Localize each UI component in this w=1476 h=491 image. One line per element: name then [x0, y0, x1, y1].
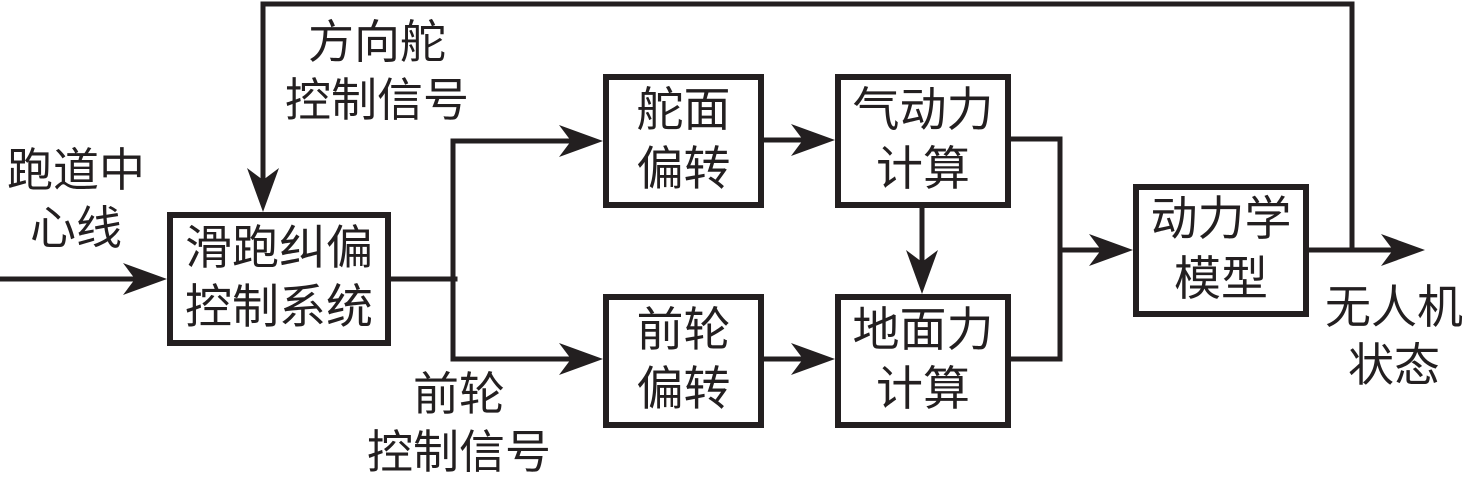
rudder-feedback-line [260, 1, 1355, 253]
box-label-dynamics-model: 动力学 模型 [1150, 194, 1292, 306]
box-rudder-surface-deflection: 舵面 偏转 [603, 74, 764, 208]
box-label-taxi-deviation-correction-control-system: 滑跑纠偏 控制系统 [185, 222, 373, 334]
arrowhead-uav-state-output [1381, 234, 1425, 266]
arrowhead-into-dynamics-model [1089, 234, 1133, 266]
label-nose-wheel-control-signal: 前轮 控制信号 [367, 369, 551, 478]
box-label-ground-force-calculation: 地面力 计算 [852, 304, 994, 416]
arrowhead-into-aero-calc [791, 124, 835, 156]
label-runway-centerline: 跑道中 心线 [7, 145, 145, 254]
arrowhead-into-ground-calc [791, 343, 835, 375]
arrowhead-into-rudder-deflection [559, 125, 603, 157]
arrowhead-into-wheel-deflection [559, 343, 603, 375]
label-rudder-control-signal: 方向舵 控制信号 [285, 17, 469, 126]
label-uav-state: 无人机 状态 [1325, 282, 1463, 391]
box-nose-wheel-deflection: 前轮 偏转 [603, 294, 764, 428]
box-dynamics-model: 动力学 模型 [1133, 184, 1309, 317]
arrowhead-aero-to-ground [906, 250, 938, 294]
box-label-aerodynamic-force-calculation: 气动力 计算 [852, 84, 994, 196]
box-taxi-deviation-correction-control-system: 滑跑纠偏 控制系统 [167, 212, 391, 346]
arrowhead-feedback-into-controller [247, 168, 279, 212]
arrowhead-into-controller [123, 263, 167, 295]
box-ground-force-calculation: 地面力 计算 [835, 294, 1011, 428]
box-aerodynamic-force-calculation: 气动力 计算 [835, 74, 1011, 208]
box-label-rudder-surface-deflection: 舵面 偏转 [636, 84, 731, 196]
box-label-nose-wheel-deflection: 前轮 偏转 [636, 304, 731, 416]
